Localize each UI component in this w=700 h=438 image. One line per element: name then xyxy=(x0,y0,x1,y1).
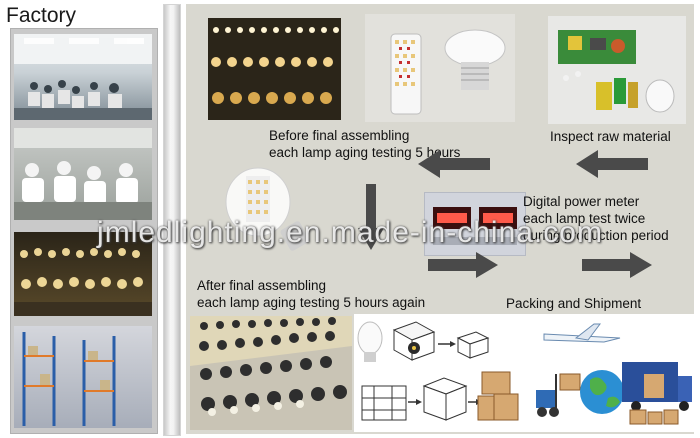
led-bulb-photo xyxy=(210,162,318,260)
aging-rack-photo xyxy=(208,18,341,120)
aging-test-photo xyxy=(190,316,352,430)
after-assembly-line-2: each lamp aging testing 5 hours again xyxy=(197,295,426,310)
power-meter-line-1: Digital power meter xyxy=(523,194,640,209)
raw-material-photo xyxy=(548,16,686,124)
left-arrow-icon xyxy=(576,150,648,178)
watermark-text: jmledlighting.en.made-in-china.com xyxy=(97,216,603,249)
before-assembly-line-1: Before final assembling xyxy=(269,128,410,143)
inspect-caption: Inspect raw material xyxy=(550,129,671,144)
vertical-divider xyxy=(163,4,181,436)
lamp-aging-photo xyxy=(14,232,152,316)
page-title: Factory xyxy=(6,4,77,27)
down-arrow-icon xyxy=(358,184,384,250)
assembly-line-photo xyxy=(14,128,152,220)
packing-shipment-diagram xyxy=(354,314,694,432)
power-meter-line-3: during production period xyxy=(523,228,669,243)
after-assembly-caption: After final assembling each lamp aging t… xyxy=(197,277,425,311)
factory-workshop-photo xyxy=(14,34,152,120)
left-arrow-icon xyxy=(418,150,490,178)
right-arrow-icon xyxy=(428,252,498,278)
power-meter-caption: Digital power meter each lamp test twice… xyxy=(523,193,669,244)
power-meter-photo xyxy=(424,192,526,256)
power-meter-line-2: each lamp test twice xyxy=(523,211,646,226)
packing-caption: Packing and Shipment xyxy=(506,296,642,311)
before-assembly-line-2: each lamp aging testing 5 hours xyxy=(269,145,461,160)
led-bulb-parts-photo xyxy=(365,14,515,122)
warehouse-photo xyxy=(14,326,152,428)
after-assembly-line-1: After final assembling xyxy=(197,278,327,293)
before-assembly-caption: Before final assembling each lamp aging … xyxy=(269,127,460,161)
right-arrow-icon xyxy=(582,252,652,278)
